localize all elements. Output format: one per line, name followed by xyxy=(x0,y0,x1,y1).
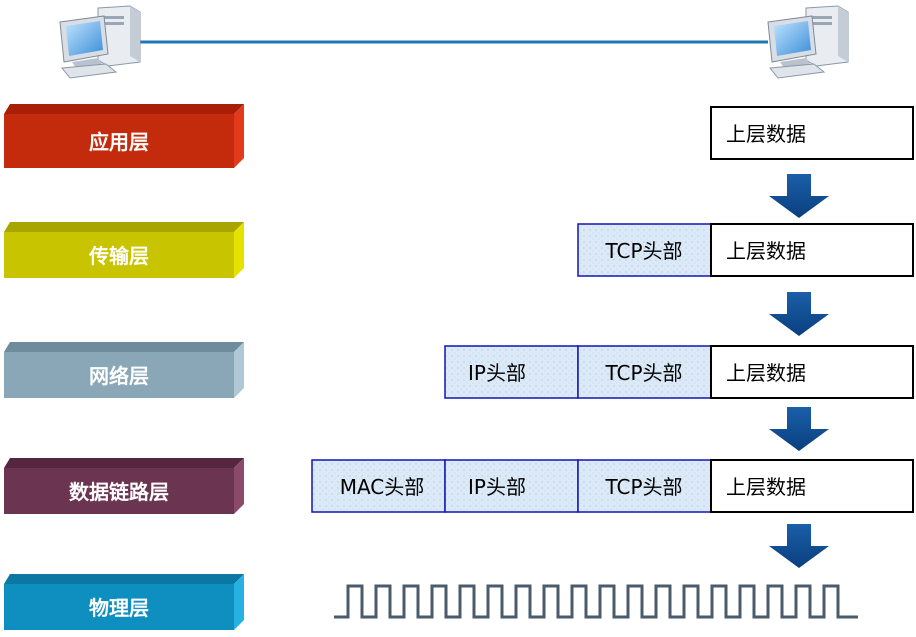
layer-application-label: 应用层 xyxy=(89,130,149,154)
packet-row-datalink: MAC头部 IP头部 TCP头部 上层数据 xyxy=(311,459,914,513)
packet-row-transport: TCP头部 上层数据 xyxy=(577,223,914,277)
arrow-down-icon xyxy=(769,524,829,568)
layer-network: 网络层 xyxy=(4,342,244,398)
upper-data-label: 上层数据 xyxy=(726,475,806,499)
layer-network-front xyxy=(4,352,234,398)
layer-network-side xyxy=(234,342,244,398)
tcp-header-label: TCP头部 xyxy=(604,361,682,385)
upper-data-label: 上层数据 xyxy=(726,361,806,385)
layer-physical: 物理层 xyxy=(4,574,244,630)
layer-datalink-side xyxy=(234,458,244,514)
arrow-down-icon xyxy=(769,292,829,336)
packet-row-network: IP头部 TCP头部 上层数据 xyxy=(444,345,914,399)
upper-data-label: 上层数据 xyxy=(726,239,806,263)
upper-data-box xyxy=(710,345,914,399)
arrow-down-icon xyxy=(769,407,829,451)
layer-physical-label: 物理层 xyxy=(89,596,149,620)
right-computer-icon xyxy=(767,5,849,79)
tcp-header-label: TCP头部 xyxy=(604,239,682,263)
left-computer-icon xyxy=(59,5,141,79)
upper-data-label: 上层数据 xyxy=(726,122,806,146)
arrow-down-icon xyxy=(769,174,829,218)
layer-application-side xyxy=(234,104,244,168)
upper-data-box xyxy=(710,106,914,160)
layer-application: 应用层 xyxy=(4,104,244,168)
layer-transport-side xyxy=(234,222,244,278)
layer-network-label: 网络层 xyxy=(89,364,149,388)
layer-datalink-front xyxy=(4,468,234,514)
layer-transport-front xyxy=(4,232,234,278)
mac-header-label: MAC头部 xyxy=(340,475,425,499)
layer-datalink-label: 数据链路层 xyxy=(69,480,169,504)
layer-application-top xyxy=(4,104,244,114)
upper-data-box xyxy=(710,223,914,277)
layer-transport-label: 传输层 xyxy=(88,244,149,268)
layer-physical-side xyxy=(234,574,244,630)
layer-network-top xyxy=(4,342,244,352)
layer-datalink: 数据链路层 xyxy=(4,458,244,514)
layer-transport: 传输层 xyxy=(4,222,244,278)
tcp-header-box xyxy=(577,459,712,513)
ip-header-box xyxy=(444,345,579,399)
ip-header-label: IP头部 xyxy=(468,361,526,385)
layer-application-front xyxy=(4,114,234,168)
upper-data-box xyxy=(710,459,914,513)
layer-transport-top xyxy=(4,222,244,232)
packet-row-application: 上层数据 xyxy=(710,106,914,160)
layer-datalink-top xyxy=(4,458,244,468)
physical-signal-wave xyxy=(334,584,858,619)
layer-physical-top xyxy=(4,574,244,584)
ip-header-label: IP头部 xyxy=(468,475,526,499)
tcp-header-box xyxy=(577,345,712,399)
ip-header-box xyxy=(444,459,579,513)
tcp-header-label: TCP头部 xyxy=(604,475,682,499)
layer-physical-front xyxy=(4,584,234,630)
